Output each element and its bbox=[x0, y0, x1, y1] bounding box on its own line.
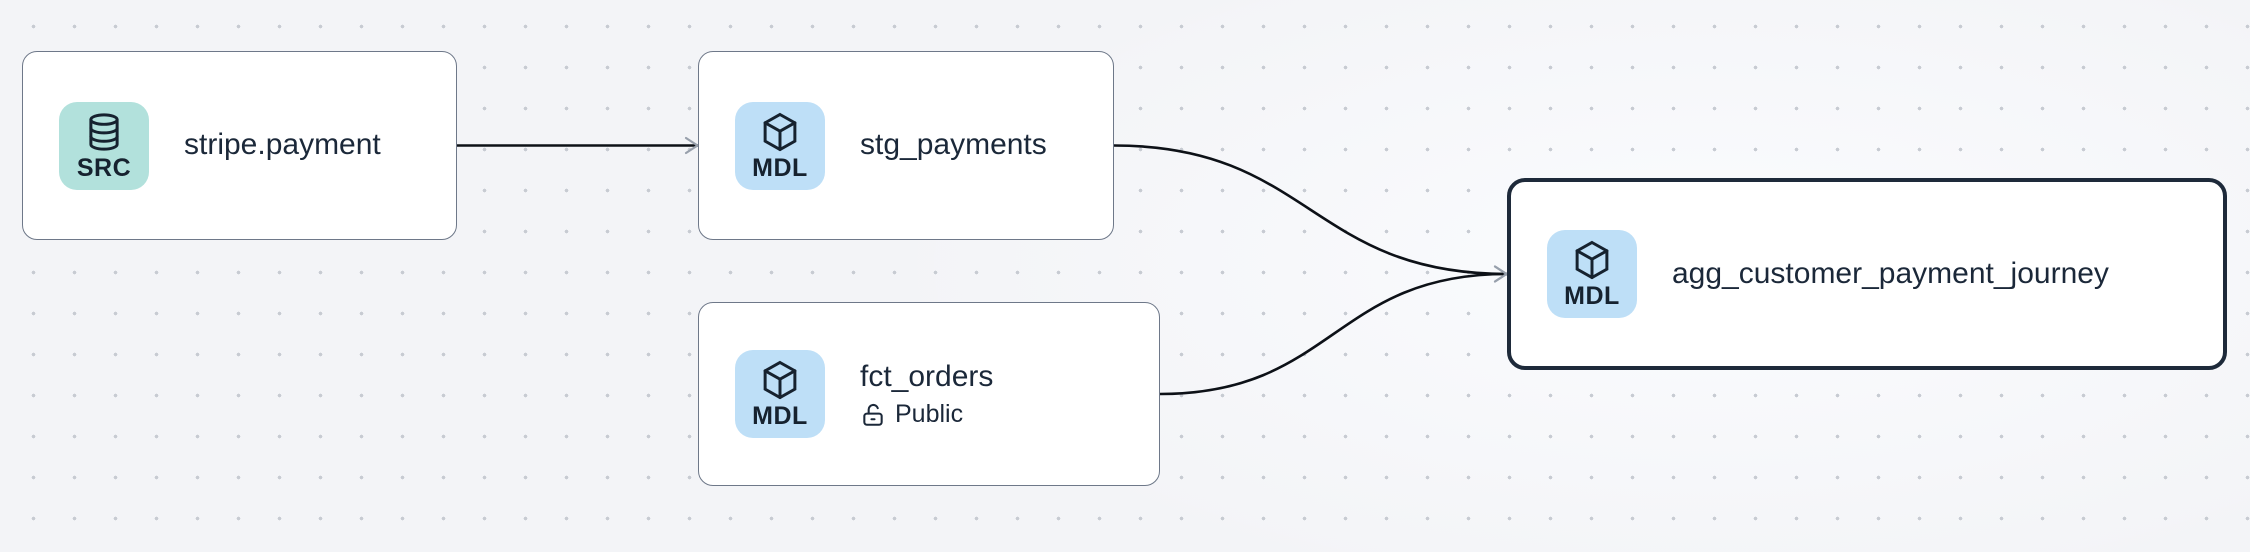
box-icon bbox=[757, 111, 803, 153]
node-label: stripe.payment bbox=[184, 128, 381, 162]
node-type-badge: MDL bbox=[1547, 230, 1637, 318]
badge-label: MDL bbox=[752, 402, 808, 430]
node-type-badge: MDL bbox=[735, 350, 825, 438]
node-agg-customer-payment-journey[interactable]: MDL agg_customer_payment_journey bbox=[1507, 178, 2227, 370]
box-icon bbox=[1569, 239, 1615, 281]
badge-label: MDL bbox=[1564, 282, 1620, 310]
badge-label: MDL bbox=[752, 153, 808, 182]
node-label: agg_customer_payment_journey bbox=[1672, 256, 2109, 290]
node-text: agg_customer_payment_journey bbox=[1672, 257, 2109, 292]
node-type-badge: SRC bbox=[59, 101, 149, 190]
badge-label: SRC bbox=[76, 153, 132, 182]
node-stripe-payment[interactable]: SRC stripe.payment bbox=[22, 51, 457, 240]
box-icon bbox=[757, 359, 803, 401]
edge-stg-payments-to-agg-customer-payment-journey bbox=[1113, 144, 1508, 276]
arrowhead-icon bbox=[1493, 265, 1508, 283]
database-icon bbox=[81, 111, 127, 153]
access-badge: Public bbox=[860, 402, 993, 428]
node-text: stripe.payment bbox=[184, 128, 381, 163]
node-type-badge: MDL bbox=[735, 101, 825, 190]
arrowhead-icon bbox=[684, 136, 699, 155]
node-text: stg_payments bbox=[860, 128, 1047, 163]
node-label: fct_orders bbox=[860, 360, 994, 394]
node-label: stg_payments bbox=[860, 128, 1047, 162]
edge-fct-orders-to-agg-customer-payment-journey bbox=[1159, 272, 1508, 396]
node-stg-payments[interactable]: MDL stg_payments bbox=[698, 51, 1114, 240]
access-label: Public bbox=[895, 400, 964, 429]
lock-open-icon bbox=[860, 402, 886, 428]
